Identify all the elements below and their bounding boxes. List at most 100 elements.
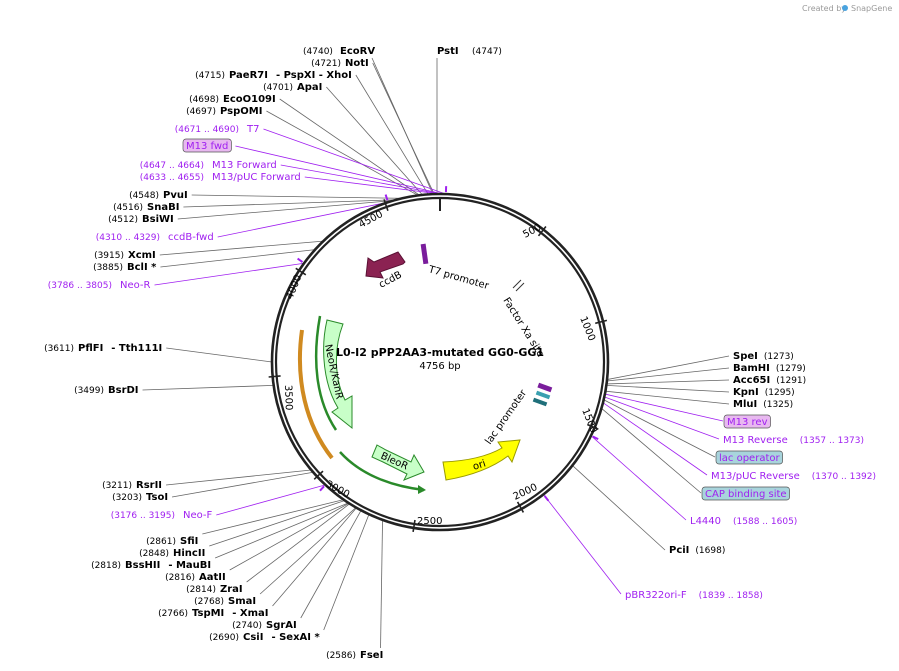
- site-tspmi-aliases: - XmaI: [232, 608, 268, 619]
- site-csii-aliases: - SexAI *: [271, 632, 320, 643]
- tick-label-500: 500: [521, 222, 543, 241]
- site-bamhi: BamHI: [733, 363, 770, 374]
- feature-cap-site-mark[interactable]: [532, 397, 548, 407]
- site-pflfi-aliases: - Tth111I: [111, 343, 162, 354]
- site-hincii: HincII: [173, 548, 205, 559]
- leader-zrai: [246, 503, 350, 583]
- tick-label-4000: 4000: [285, 273, 305, 301]
- feature-ori[interactable]: [442, 439, 521, 481]
- leader-pbr322ori-f: [543, 494, 622, 595]
- feature-orf-orange: [297, 329, 334, 460]
- feature-bleor[interactable]: [371, 444, 425, 481]
- leader-aatii: [229, 502, 350, 571]
- site-fsei-pos: (2586): [326, 651, 356, 661]
- feature-t7-promoter[interactable]: [420, 243, 429, 265]
- site-pspomi-pos: (4697): [186, 107, 216, 117]
- feature-lac-operator-mark[interactable]: [535, 390, 551, 400]
- primer-box-m13-fwd: [182, 138, 232, 153]
- site-paer7i-aliases: - PspXI - XhoI: [276, 70, 352, 81]
- primer-site-mark: [384, 194, 389, 201]
- site-tsoi: TsoI: [146, 492, 168, 503]
- feature-label-ccdB: ccdB: [377, 270, 404, 291]
- site-psti-pos: (4747): [472, 47, 502, 57]
- leader-pflfi: [166, 347, 273, 363]
- site-noti: NotI: [345, 58, 369, 69]
- site-hincii-pos: (2848): [139, 549, 169, 559]
- site-fsei: FseI: [360, 650, 383, 661]
- primer-neo-f-pos: (3176 .. 3195): [111, 511, 175, 521]
- site-mlui: MluI: [733, 399, 757, 410]
- feature-m13-rev-mark[interactable]: [537, 382, 553, 393]
- feature-lac-operator: lac operator: [719, 453, 780, 464]
- site-kpni: KpnI: [733, 387, 759, 398]
- site-sgrai-pos: (2740): [232, 621, 262, 631]
- site-bsiwi-pos: (4512): [108, 215, 138, 225]
- site-kpni-pos: (1295): [765, 388, 795, 398]
- leader-primer-neo-r: [154, 262, 305, 286]
- site-sfii: SfiI: [180, 536, 198, 547]
- leader-pspomi: [266, 110, 419, 196]
- feature-factor-xa-mark-1: [512, 279, 522, 289]
- leader-sfii: [202, 499, 344, 535]
- site-tspmi-pos: (2766): [158, 609, 188, 619]
- leader-paer7i: [355, 74, 429, 195]
- site-ecorv: EcoRV: [340, 46, 375, 57]
- leader-primer-m13-puc-forward: [304, 176, 441, 195]
- feature-cap-binding-site: CAP binding site: [705, 489, 787, 500]
- site-pcii: PciI: [669, 545, 689, 556]
- leader-hincii: [209, 500, 345, 547]
- site-snabi-pos: (4516): [113, 203, 143, 213]
- leader-cap-binding-site: [601, 408, 702, 494]
- tick-label-1000: 1000: [577, 315, 597, 343]
- tick-label-3500: 3500: [282, 385, 294, 411]
- site-bcli-pos: (3885): [93, 263, 123, 273]
- feature-ccdB[interactable]: [365, 251, 406, 279]
- primer-t7-pos: (4671 .. 4690): [175, 125, 239, 135]
- primer-m13-fwd: M13 fwd: [186, 141, 228, 152]
- primer-site-mark: [543, 495, 550, 502]
- tick-mark-2000: [516, 501, 525, 513]
- box-m13-rev: [723, 414, 771, 429]
- site-apai-pos: (4701): [263, 83, 293, 93]
- site-pspomi: PspOMI: [220, 106, 262, 117]
- site-ecorv-pos: (4740): [303, 47, 333, 57]
- leader-tsoi: [171, 471, 314, 498]
- leader-primer-ccdb-fwd: [217, 201, 389, 238]
- primer-m13-rev: M13 rev: [727, 417, 768, 428]
- primer-m13-puc-forward: M13/pUC Forward: [212, 172, 301, 183]
- primer-neo-r: Neo-R: [120, 280, 151, 291]
- site-csii: CsiI: [243, 632, 263, 643]
- leader-bsiwi: [177, 200, 394, 220]
- leader-lac-operator: [603, 399, 716, 458]
- leader-apai: [326, 86, 423, 196]
- leader-fsei: [380, 519, 383, 649]
- feature-neor-kanr[interactable]: [323, 319, 353, 430]
- leader-ecoo109i: [279, 98, 420, 196]
- leader-spei: [607, 355, 730, 380]
- primer-pbr322ori-f: pBR322ori-F: [625, 590, 687, 601]
- site-bsshii: BssHII: [125, 560, 160, 571]
- primer-m13-reverse: M13 Reverse: [723, 435, 788, 446]
- site-acc65i-pos: (1291): [776, 376, 806, 386]
- site-acc65i: Acc65I: [733, 375, 770, 386]
- tick-mark-4500: [383, 199, 389, 211]
- site-smai-pos: (2768): [194, 597, 224, 607]
- primer-m13-reverse-pos: (1357 .. 1373): [800, 436, 864, 446]
- site-paer7i-pos: (4715): [195, 71, 225, 81]
- primer-l4440-pos: (1588 .. 1605): [733, 517, 797, 527]
- leader-tspmi: [272, 507, 357, 607]
- primer-pbr322ori-f-pos: (1839 .. 1858): [699, 591, 763, 601]
- leader-smai: [259, 507, 357, 595]
- primer-m13-forward: M13 Forward: [212, 160, 277, 171]
- leader-m13-reverse: [604, 396, 720, 440]
- primer-m13-puc-reverse-pos: (1370 .. 1392): [812, 472, 876, 482]
- leader-bamhi: [606, 367, 730, 382]
- feature-label-lac-promoter: lac promoter: [483, 387, 529, 446]
- site-snabi: SnaBI: [147, 202, 179, 213]
- tick-label-3000: 3000: [324, 479, 352, 501]
- box-lac-operator: [715, 450, 783, 465]
- leader-bsshii: [214, 502, 349, 559]
- feature-orf-green-arrowhead: [418, 485, 426, 494]
- site-bsrdi-pos: (3499): [74, 386, 104, 396]
